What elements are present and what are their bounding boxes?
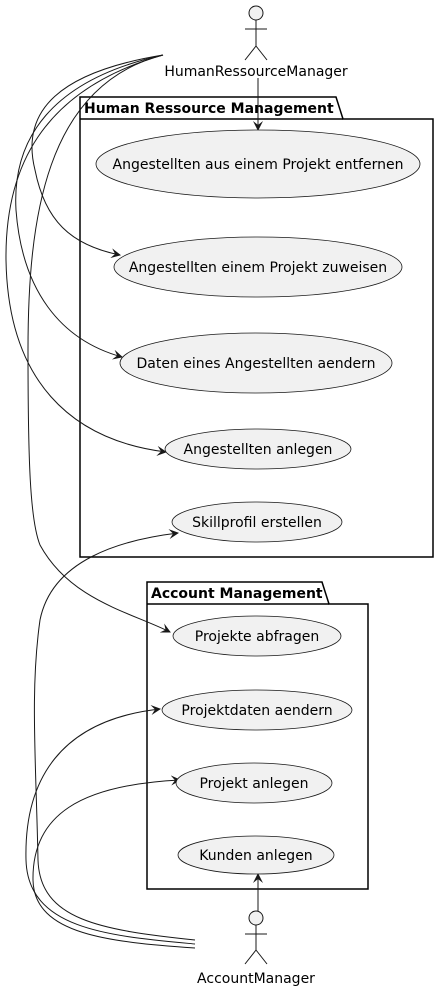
package-hr-title: Human Ressource Management [84,101,334,117]
edge-hr-edit [15,54,164,360]
edge-hr-assign [31,54,164,259]
edge-am-proj-edit [25,705,196,945]
usecase-project-edit-label: Projektdaten aendern [181,703,332,719]
usecase-query[interactable]: Projekte abfragen [172,615,342,657]
edge-am-proj-create [32,775,196,949]
usecase-skill-label: Skillprofil erstellen [192,515,322,531]
usecase-assign[interactable]: Angestellten einem Projekt zuweisen [113,236,403,298]
actor-am-label: AccountManager [197,971,315,987]
actor-hr-stick-figure-icon [244,5,268,61]
usecase-skill[interactable]: Skillprofil erstellen [171,501,343,543]
actor-am-stick-figure-icon [244,910,268,965]
actor-hr-label: HumanRessourceManager [164,64,348,80]
edge-hr-create [5,54,167,456]
usecase-customer[interactable]: Kunden anlegen [177,835,335,875]
usecase-edit-label: Daten eines Angestellten aendern [136,356,375,372]
usecase-create-employee[interactable]: Angestellten anlegen [164,428,352,470]
usecase-assign-label: Angestellten einem Projekt zuweisen [129,260,387,276]
usecase-customer-label: Kunden anlegen [199,848,312,864]
actor-am[interactable]: AccountManager [197,910,315,987]
usecase-project-create[interactable]: Projekt anlegen [175,762,333,804]
connections [5,54,263,949]
usecase-create-employee-label: Angestellten anlegen [184,442,333,458]
usecase-query-label: Projekte abfragen [195,629,319,645]
package-account-title: Account Management [151,586,323,602]
package-account: Account Management [146,581,369,890]
edge-hr-query [27,54,171,633]
usecase-remove-label: Angestellten aus einem Projekt entfernen [113,157,404,173]
usecase-edit[interactable]: Daten eines Angestellten aendern [119,332,393,394]
usecase-remove[interactable]: Angestellten aus einem Projekt entfernen [95,129,421,199]
edge-am-skill [33,529,196,941]
actor-hr[interactable]: HumanRessourceManager [164,5,348,80]
usecase-project-create-label: Projekt anlegen [199,776,308,792]
usecase-project-edit[interactable]: Projektdaten aendern [161,689,353,731]
